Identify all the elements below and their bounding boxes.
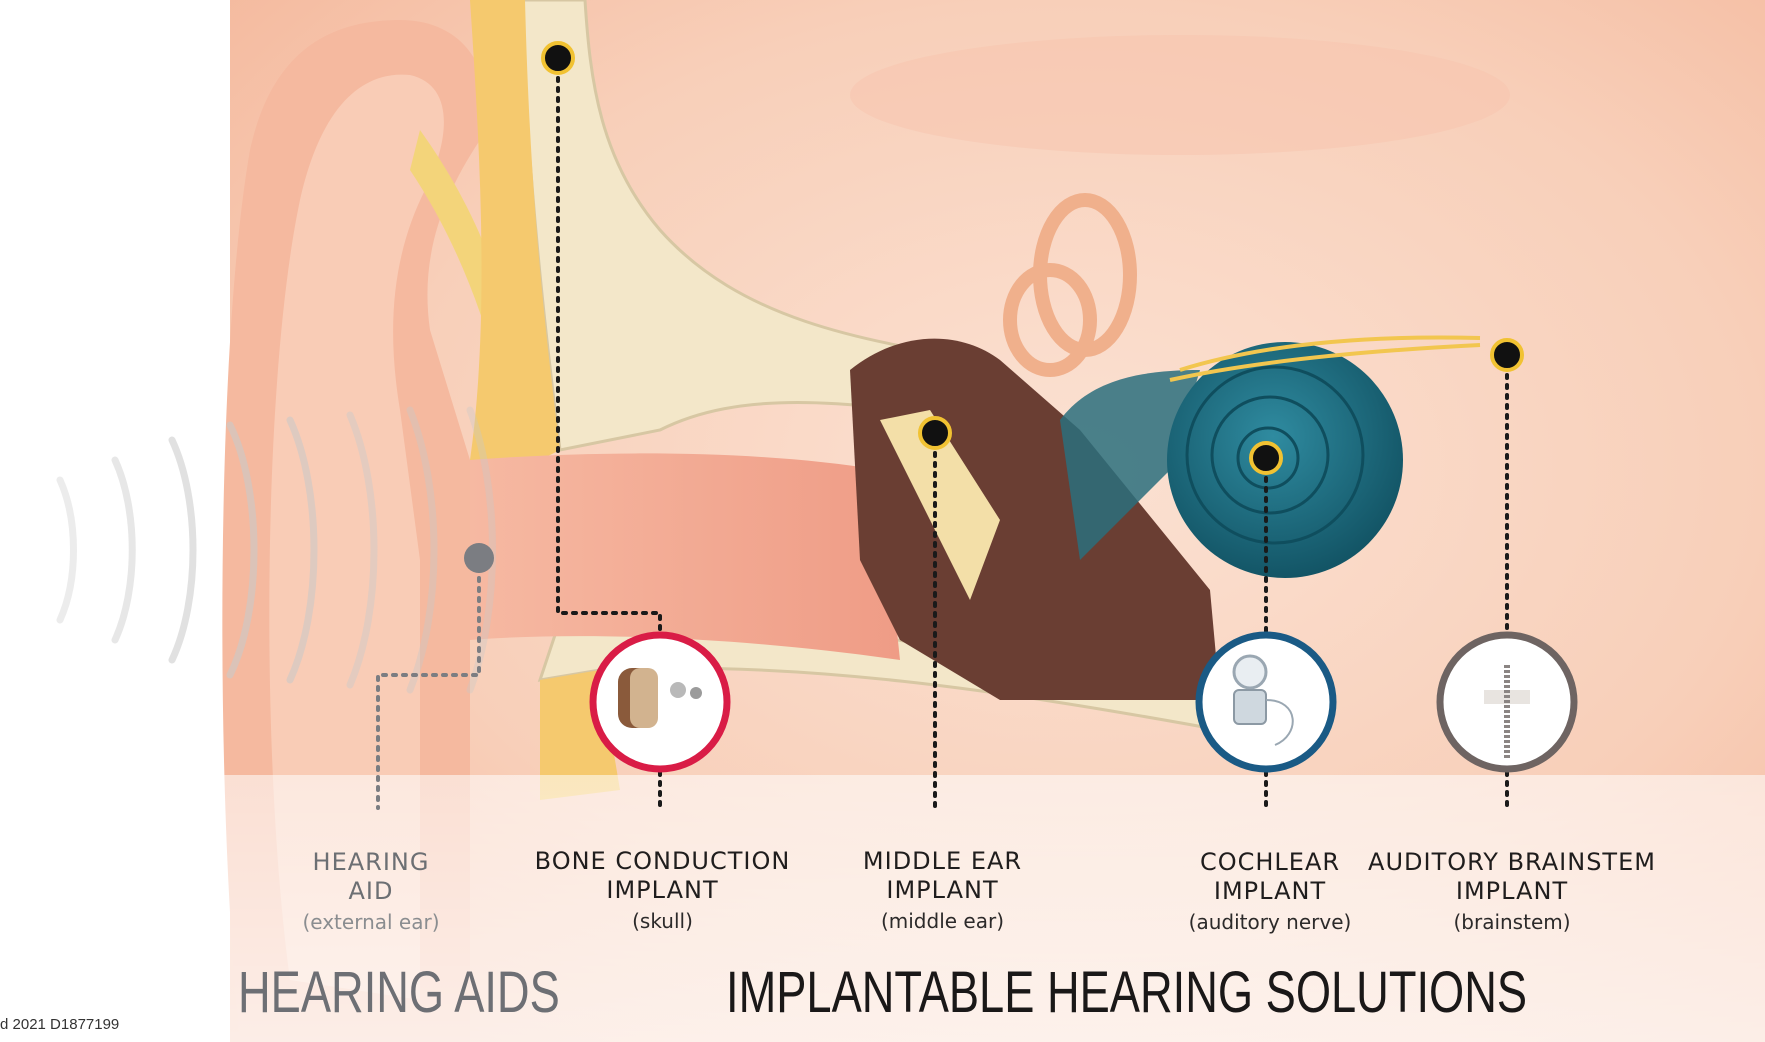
bone-conduction-device-circle <box>593 635 727 769</box>
brainstem-marker <box>1492 340 1522 370</box>
middle-ear-marker <box>920 418 950 448</box>
bone-conduction-title-line1: BONE CONDUCTION <box>520 847 805 876</box>
hearing-aid-marker <box>464 543 494 573</box>
cochlear-device-icon <box>1234 656 1266 688</box>
hearing-aid-title-line1: HEARING <box>293 848 449 877</box>
middle-ear-title-line2: IMPLANT <box>840 876 1045 905</box>
hearing-aid-title-line2: AID <box>293 877 449 906</box>
credit-text: d 2021 D1877199 <box>0 1016 119 1033</box>
brainstem-title-line1: AUDITORY BRAINSTEM <box>1362 848 1662 877</box>
middle-ear-subtitle: (middle ear) <box>840 907 1045 936</box>
cochlear-title-line1: COCHLEAR <box>1180 848 1360 877</box>
cochlear-marker <box>1251 443 1281 473</box>
cochlear-title-line2: IMPLANT <box>1180 877 1360 906</box>
bone-conduction-marker <box>543 43 573 73</box>
brainstem-label: AUDITORY BRAINSTEM IMPLANT (brainstem) <box>1362 848 1662 937</box>
brainstem-subtitle: (brainstem) <box>1362 908 1662 937</box>
hearing-aid-subtitle: (external ear) <box>293 908 449 937</box>
cochlear-label: COCHLEAR IMPLANT (auditory nerve) <box>1180 848 1360 937</box>
brainstem-device-circle <box>1440 635 1574 769</box>
cochlear-subtitle: (auditory nerve) <box>1180 908 1360 937</box>
middle-ear-label: MIDDLE EAR IMPLANT (middle ear) <box>840 847 1045 936</box>
middle-ear-title-line1: MIDDLE EAR <box>840 847 1045 876</box>
bone-conduction-title-line2: IMPLANT <box>520 876 805 905</box>
implantable-solutions-heading: IMPLANTABLE HEARING SOLUTIONS <box>726 958 1527 1028</box>
ear-canal <box>470 453 900 660</box>
bone-conduction-subtitle: (skull) <box>520 907 805 936</box>
cochlear-device-circle <box>1199 635 1333 769</box>
hearing-aids-heading: HEARING AIDS <box>238 958 560 1028</box>
bone-conduction-label: BONE CONDUCTION IMPLANT (skull) <box>520 847 805 936</box>
hearing-aid-label: HEARING AID (external ear) <box>293 848 449 937</box>
brainstem-title-line2: IMPLANT <box>1362 877 1662 906</box>
